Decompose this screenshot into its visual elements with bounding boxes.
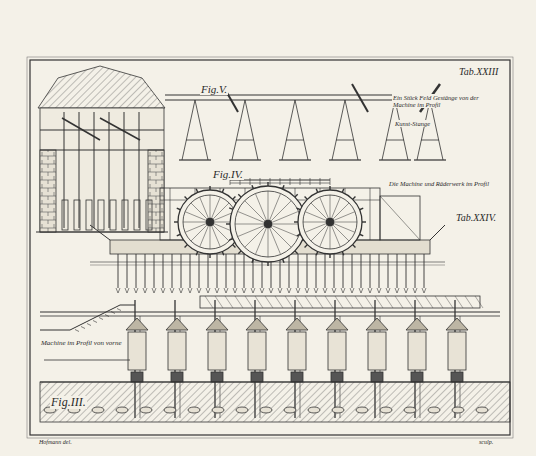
- figure-label: Tab.XXIII: [458, 66, 499, 77]
- figure-label: Tab.XXIV.: [455, 212, 497, 223]
- figure-label: Fig.IV.: [212, 168, 244, 180]
- caption-note: sculp.: [478, 439, 494, 446]
- caption-note: Machine im Profil von vorne: [40, 340, 123, 348]
- figure-label: Fig.III.: [50, 396, 87, 409]
- caption-note: Ein Stück Feld Gestänge von der Machine …: [392, 94, 494, 108]
- caption-note: Hofmann del.: [38, 439, 73, 446]
- figure-label: Fig.V.: [200, 83, 228, 95]
- caption-note: Kunst-Stange: [394, 120, 431, 127]
- caption-note: Die Machine und Räderwerk im Profil: [388, 180, 490, 187]
